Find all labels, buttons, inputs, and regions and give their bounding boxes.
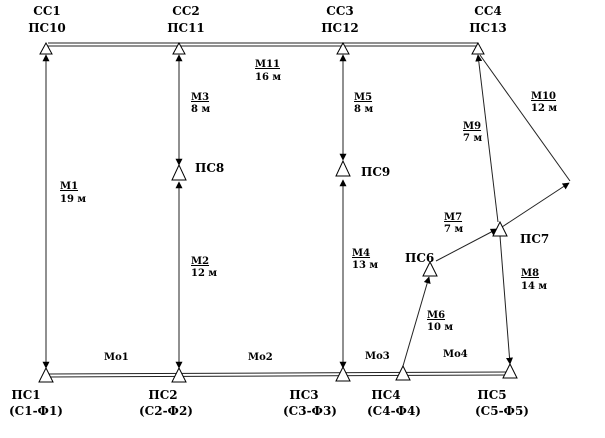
node-pc2-label-2: (С2-Ф2)	[139, 404, 193, 418]
edge-m7-value: 7 м	[444, 224, 463, 235]
node-cc2-label-1: СС2	[172, 4, 199, 18]
node-cc3-label-2: ПС12	[321, 21, 359, 35]
node-cc2-label-2: ПС11	[167, 21, 205, 35]
edge-m4-value: 13 м	[352, 260, 378, 271]
node-labels: СС1 ПС10 СС2 ПС11 СС3 ПС12 СС4 ПС13 ПС8 …	[9, 4, 549, 418]
edge-m10-value: 12 м	[531, 103, 557, 114]
node-pc8-label: ПС8	[195, 161, 224, 175]
edge-m10-name: М10	[531, 91, 556, 102]
edge-mo4-name: Мо4	[443, 349, 468, 360]
edge-m8-line	[499, 235, 513, 365]
edge-m2-name: М2	[191, 256, 209, 267]
edge-mo2-name: Мо2	[248, 352, 273, 363]
node-pc6-label: ПС6	[405, 251, 434, 265]
edge-m10b-line	[501, 182, 570, 228]
edge-labels: М1 19 м М2 12 м М3 8 м М4 13 м М5 8 м М6…	[60, 59, 557, 363]
node-pc1-label-2: (С1-Ф1)	[9, 404, 63, 418]
node-pc2-label-1: ПС2	[148, 388, 177, 402]
node-cc3-label-1: СС3	[326, 4, 353, 18]
node-cc3-marker	[336, 41, 350, 55]
edge-m10-line	[479, 54, 571, 182]
node-pc4-marker	[395, 364, 411, 381]
node-pc3-marker	[335, 365, 351, 382]
edge-m9-name: М9	[463, 121, 481, 132]
edge-mo3-name: Мо3	[365, 351, 390, 362]
node-pc3-label-1: ПС3	[289, 388, 318, 402]
edge-mo1-name: Мо1	[104, 352, 129, 363]
edge-m6-name: М6	[427, 310, 445, 321]
node-pc4-label-2: (С4-Ф4)	[367, 404, 421, 418]
edge-bottom-line	[47, 371, 509, 378]
edge-m3-value: 8 м	[191, 104, 210, 115]
node-cc4-marker	[471, 41, 485, 55]
node-pc9-label: ПС9	[361, 165, 390, 179]
node-cc1-label-2: ПС10	[28, 21, 66, 35]
edge-m8-value: 14 м	[521, 281, 547, 292]
edge-m5-name: М5	[354, 92, 372, 103]
node-pc1-marker	[38, 366, 54, 383]
edge-m9-value: 7 м	[463, 133, 482, 144]
edge-m7-name: М7	[444, 212, 462, 223]
edge-m11-value: 16 м	[255, 72, 281, 83]
edge-m5-value: 8 м	[354, 104, 373, 115]
edge-m8-name: М8	[521, 268, 539, 279]
node-pc4-label-1: ПС4	[371, 388, 400, 402]
edge-m11-line	[48, 42, 478, 47]
node-cc2-marker	[172, 41, 186, 55]
node-pc6-marker	[422, 260, 438, 277]
node-cc1-label-1: СС1	[33, 4, 60, 18]
edge-m6-value: 10 м	[427, 322, 453, 333]
node-pc7-marker	[492, 220, 508, 237]
node-pc8-marker	[171, 163, 187, 181]
node-pc7-label: ПС7	[520, 232, 549, 246]
node-pc5-label-1: ПС5	[477, 388, 506, 402]
node-pc5-marker	[502, 362, 518, 379]
node-pc9-marker	[335, 159, 351, 177]
edge-m11-name: М11	[255, 59, 280, 70]
node-pc5-label-2: (С5-Ф5)	[475, 404, 529, 418]
edge-m1-name: М1	[60, 181, 78, 192]
node-cc1-marker	[39, 41, 53, 55]
edge-m3-name: М3	[191, 92, 209, 103]
node-cc4-label-2: ПС13	[469, 21, 507, 35]
node-cc4-label-1: СС4	[474, 4, 501, 18]
edge-m6-line	[402, 276, 431, 367]
edge-m4-name: М4	[352, 248, 370, 259]
edge-m1-value: 19 м	[60, 194, 86, 205]
edge-m9-line	[475, 54, 499, 223]
node-pc2-marker	[171, 366, 187, 383]
edge-m2-value: 12 м	[191, 268, 217, 279]
edge-m7-line	[435, 228, 498, 262]
node-pc1-label-1: ПС1	[11, 388, 40, 402]
node-markers	[38, 41, 518, 383]
node-pc3-label-2: (С3-Ф3)	[283, 404, 337, 418]
